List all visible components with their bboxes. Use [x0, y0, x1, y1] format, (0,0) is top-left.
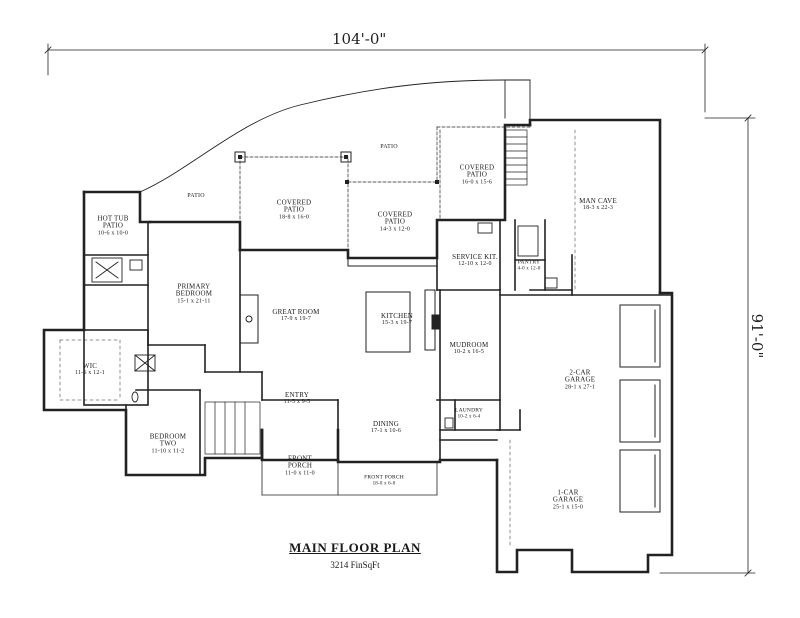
room-wic: WIC 11-6 x 12-1	[75, 362, 105, 377]
room-service-kitchen: SERVICE KIT. 12-10 x 12-0	[452, 253, 498, 268]
room-patio-left: PATIO	[187, 192, 205, 199]
room-front-porch-1: FRONT PORCH 11-0 x 11-0	[285, 454, 315, 477]
room-1-car-garage: 1-CAR GARAGE 25-1 x 15-0	[552, 488, 584, 511]
plan-title: MAIN FLOOR PLAN	[289, 540, 421, 555]
room-primary-bedroom: PRIMARY BEDROOM 15-1 x 21-11	[175, 282, 213, 305]
room-2-car-garage: 2-CAR GARAGE 28-1 x 27-1	[564, 368, 596, 391]
width-dimension-line	[44, 43, 709, 113]
room-front-porch-2: FRONT PORCH 18-0 x 6-0	[364, 474, 404, 487]
patio-curve	[139, 79, 506, 193]
room-covered-patio-2: COVERED PATIO 14-3 x 12-0	[377, 210, 413, 233]
width-dimension: 104'-0"	[332, 30, 387, 48]
room-entry: ENTRY 11-5 x 9-5	[283, 391, 311, 406]
room-mudroom: MUDROOM 10-2 x 16-5	[449, 341, 489, 356]
depth-dimension-line	[659, 114, 756, 577]
room-covered-patio-1: COVERED PATIO 18-8 x 16-0	[276, 198, 312, 221]
room-pantry: PANTRY 4-0 x 12-0	[517, 259, 541, 272]
plan-area: 3214 FinSqFt	[330, 560, 380, 570]
room-covered-patio-3: COVERED PATIO 16-0 x 15-6	[459, 163, 495, 186]
room-laundry: LAUNDRY 10-2 x 6-4	[455, 407, 483, 420]
room-kitchen: KITCHEN 15-3 x 19-7	[380, 312, 414, 327]
room-hot-tub-patio: HOT TUB PATIO 10-6 x 10-0	[97, 214, 129, 237]
room-patio-top: PATIO	[380, 143, 398, 150]
room-dining: DINING 17-1 x 10-6	[370, 420, 402, 435]
room-great-room: GREAT ROOM 17-9 x 19-7	[272, 308, 320, 323]
room-man-cave: MAN CAVE 18-3 x 22-3	[579, 197, 617, 212]
depth-dimension: 91'-0"	[748, 313, 766, 359]
room-bedroom-two: BEDROOM TWO 11-10 x 11-2	[149, 432, 187, 455]
